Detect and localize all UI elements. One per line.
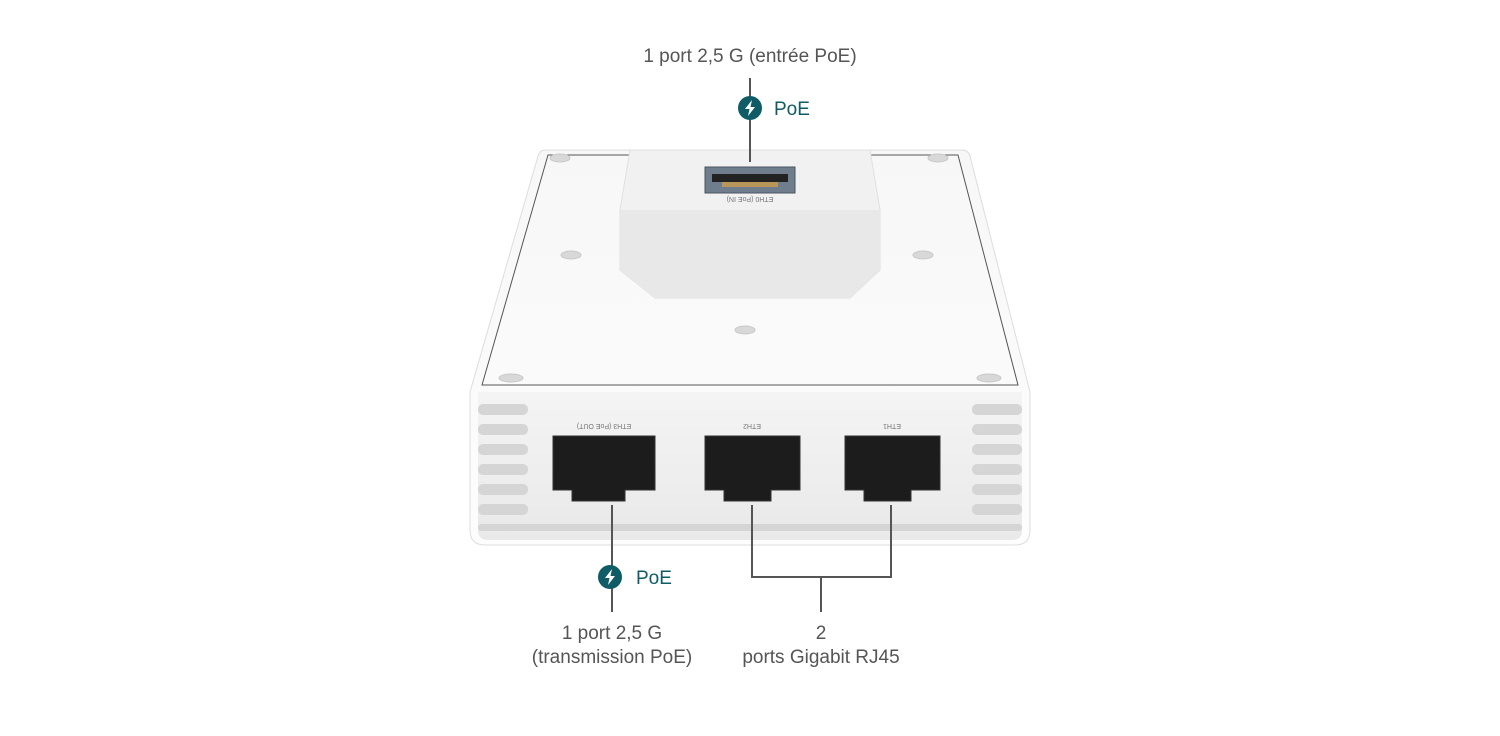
vents <box>478 404 1022 531</box>
poe-out-badge: PoE <box>636 568 672 589</box>
callout-gigabit-ports: 2 ports Gigabit RJ45 <box>742 505 900 668</box>
eth1-label: ETH1 <box>883 422 901 429</box>
gigabit-label: ports Gigabit RJ45 <box>742 647 899 668</box>
poe-in-badge: PoE <box>774 99 810 120</box>
poe-out-label-line2: (transmission PoE) <box>532 647 693 668</box>
access-point-device: ETH0 (PoE IN) ETH3 (PoE OUT) ETH2 ETH1 <box>469 149 1031 546</box>
eth2-label: ETH2 <box>743 422 761 429</box>
gigabit-count: 2 <box>816 623 827 644</box>
poe-out-label-line1: 1 port 2,5 G <box>562 623 662 644</box>
poe-in-label: 1 port 2,5 G (entrée PoE) <box>643 46 856 67</box>
eth0-label: ETH0 (PoE IN) <box>727 195 774 202</box>
callout-poe-in: 1 port 2,5 G (entrée PoE) PoE <box>643 46 857 162</box>
lightning-icon <box>738 96 762 120</box>
eth0-port: ETH0 (PoE IN) <box>704 166 796 202</box>
eth3-label: ETH3 (PoE OUT) <box>577 422 631 429</box>
eth1-port: ETH1 <box>844 422 941 502</box>
callout-poe-out: PoE 1 port 2,5 G (transmission PoE) <box>532 505 693 668</box>
eth2-port: ETH2 <box>704 422 801 502</box>
eth3-port: ETH3 (PoE OUT) <box>552 422 656 502</box>
screw-holes <box>498 153 1002 383</box>
lightning-icon <box>598 565 622 589</box>
